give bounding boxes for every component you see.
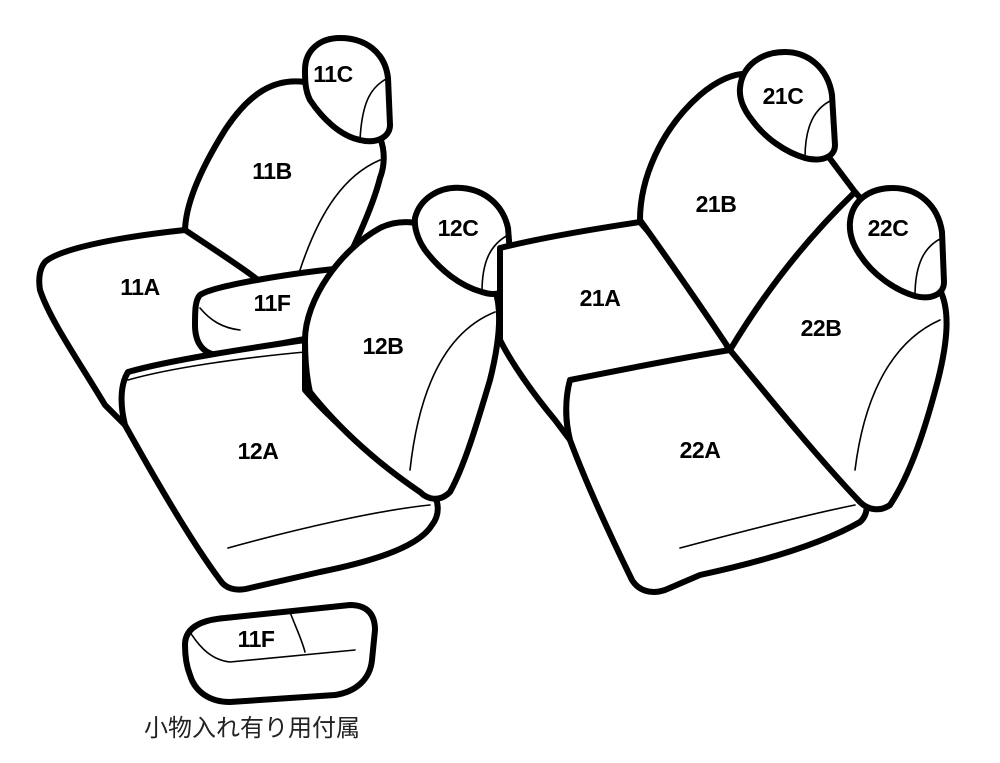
part-12B — [302, 219, 503, 502]
seam-22B — [854, 319, 941, 471]
part-11C — [302, 35, 393, 145]
label-21B: 21B — [696, 191, 737, 217]
seam-22A-front — [679, 504, 856, 549]
label-11B: 11B — [252, 158, 291, 184]
label-11C: 11C — [313, 61, 352, 87]
label-11A: 11A — [120, 274, 159, 300]
seam-21C — [804, 99, 833, 159]
seam-11B — [299, 159, 381, 271]
label-21A: 21A — [580, 285, 621, 311]
seam-12A-front — [227, 504, 431, 549]
part-21C — [736, 49, 838, 163]
label-22B: 22B — [801, 315, 842, 341]
accessory-caption: 小物入れ有り用付属 — [144, 714, 360, 742]
label-11F-detail: 11F — [238, 626, 275, 652]
label-22A: 22A — [680, 437, 721, 463]
label-12C: 12C — [438, 215, 479, 241]
part-22C — [846, 185, 947, 301]
seam-12A-top — [127, 351, 306, 381]
label-12B: 12B — [363, 333, 404, 359]
label-12A: 12A — [238, 438, 279, 464]
label-11F: 11F — [254, 290, 291, 316]
seam-11F — [199, 307, 241, 331]
seam-11F-detail-mid — [289, 611, 306, 653]
seam-11F-detail-lid — [189, 631, 356, 663]
label-21C: 21C — [763, 83, 804, 109]
seam-11C — [359, 77, 389, 141]
seam-12B — [409, 311, 496, 471]
part-11F-detail — [182, 602, 378, 705]
label-22C: 22C — [868, 215, 909, 241]
seam-22C — [914, 237, 943, 297]
seam-12C — [481, 234, 509, 293]
